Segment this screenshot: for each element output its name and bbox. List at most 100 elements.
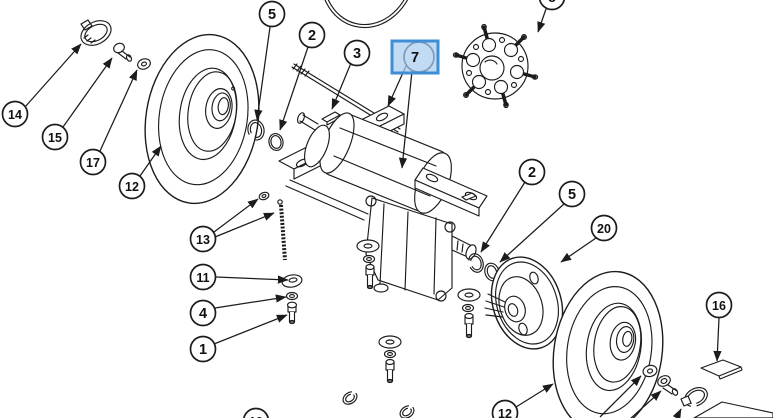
callout-balloon[interactable]	[1, 100, 29, 128]
leader-arrow	[630, 390, 662, 418]
leader-arrow	[499, 203, 565, 263]
o-ring-part-top	[268, 132, 284, 152]
frame-rail	[285, 179, 369, 221]
callout-13[interactable]: 13	[189, 198, 275, 253]
callout-2-right[interactable]: 2	[480, 158, 546, 253]
leader-arrow	[213, 198, 259, 233]
callout-number: 12	[498, 407, 512, 418]
hardware-stack	[356, 239, 380, 290]
callout-12-left[interactable]: 12	[118, 145, 162, 200]
callout-balloon[interactable]	[590, 214, 618, 242]
callout-balloon[interactable]	[705, 291, 733, 319]
callout-balloon[interactable]	[189, 335, 217, 363]
leader-arrow	[214, 294, 287, 309]
callout-17[interactable]: 17	[79, 69, 138, 176]
washer-part-17	[137, 58, 151, 70]
right-wheel	[552, 270, 664, 418]
leader-arrow	[279, 46, 309, 131]
callout-number: 15	[48, 131, 62, 145]
bolt-part-1	[286, 301, 298, 325]
selection-highlight	[390, 39, 440, 75]
gearbox-part	[365, 195, 456, 302]
callout-14[interactable]: 14	[1, 43, 82, 128]
screw-part	[113, 42, 133, 62]
callout-8[interactable]: 8	[537, 0, 566, 33]
wheel-hub-assembly-part	[452, 23, 539, 109]
callout-balloon[interactable]	[491, 399, 519, 418]
leader-arrow	[672, 408, 682, 418]
callout-balloon[interactable]	[189, 263, 217, 291]
callout-balloon[interactable]	[298, 21, 326, 49]
callout-number: 17	[86, 156, 100, 170]
callout-balloon[interactable]	[118, 172, 146, 200]
washer-part-bottom-right	[642, 364, 658, 378]
loose-arrows	[599, 375, 682, 418]
leader-arrow	[24, 43, 82, 108]
callout-number: 7	[411, 50, 419, 66]
leader-arrow	[560, 237, 597, 263]
tension-rod-part	[258, 191, 287, 261]
callout-11[interactable]: 11	[189, 263, 289, 291]
callout-7[interactable]: 7	[387, 39, 440, 169]
callout-number: 8	[548, 0, 556, 6]
leader-arrow	[480, 181, 526, 253]
callout-balloon[interactable]	[41, 123, 69, 151]
retaining-ring-part-top	[247, 119, 265, 141]
callout-number: 13	[196, 233, 210, 247]
leader-arrow	[599, 375, 642, 418]
callout-number: 19	[249, 415, 263, 418]
callout-15[interactable]: 15	[41, 57, 113, 151]
pad-plate-part	[700, 359, 743, 380]
callout-number: 3	[353, 46, 361, 62]
callout-balloon[interactable]	[242, 407, 270, 418]
leader-arrow	[515, 383, 554, 408]
leader-arrow	[62, 57, 113, 128]
callout-number: 20	[597, 222, 611, 236]
callout-number: 11	[196, 271, 209, 285]
plate-part-bottom-right	[693, 401, 773, 418]
hardware-stack	[457, 288, 481, 339]
band-clamp-part	[80, 19, 112, 46]
callout-5-top[interactable]: 5	[254, 0, 286, 121]
callout-balloon[interactable]	[343, 39, 371, 67]
callout-3[interactable]: 3	[331, 39, 371, 110]
leader-arrow	[254, 26, 271, 121]
callout-20[interactable]: 20	[560, 214, 618, 263]
callout-12-right[interactable]: 12	[491, 383, 554, 418]
leader-arrow	[331, 62, 352, 110]
leader-arrow	[713, 317, 722, 362]
callout-16[interactable]: 16	[705, 291, 733, 362]
washer-part-11	[281, 274, 303, 288]
callout-balloon[interactable]	[258, 0, 286, 28]
callout-number: 2	[308, 28, 316, 44]
callout-balloon[interactable]	[558, 180, 586, 208]
leader-arrow	[537, 8, 547, 33]
leader-arrow	[213, 314, 288, 345]
mounting-bracket-right-part	[414, 167, 488, 217]
retaining-ring-part-right	[468, 253, 484, 273]
hardware-stack	[378, 335, 402, 384]
callout-number: 16	[712, 299, 726, 313]
callout-4[interactable]: 4	[189, 294, 287, 327]
callout-2-top[interactable]: 2	[279, 21, 326, 131]
leader-arrow	[99, 69, 138, 152]
callout-balloon[interactable]	[518, 158, 546, 186]
callout-number: 14	[8, 108, 22, 122]
callout-balloon[interactable]	[79, 148, 107, 176]
callout-5-right[interactable]: 5	[499, 180, 586, 263]
callout-19-partial[interactable]: 19	[242, 407, 270, 418]
callout-1[interactable]: 1	[189, 314, 288, 363]
callout-number: 12	[125, 180, 139, 194]
screw-part-bottom-right	[657, 375, 679, 396]
pulley-part	[484, 256, 564, 350]
callout-balloon[interactable]	[189, 299, 217, 327]
callout-balloon[interactable]	[538, 0, 566, 11]
output-shaft-part	[451, 235, 477, 260]
callout-number: 5	[268, 7, 276, 23]
callout-balloon[interactable]	[189, 225, 217, 253]
callout-number: 1	[199, 342, 207, 358]
lock-washer-part-4	[285, 291, 299, 301]
callout-number: 5	[568, 187, 576, 203]
